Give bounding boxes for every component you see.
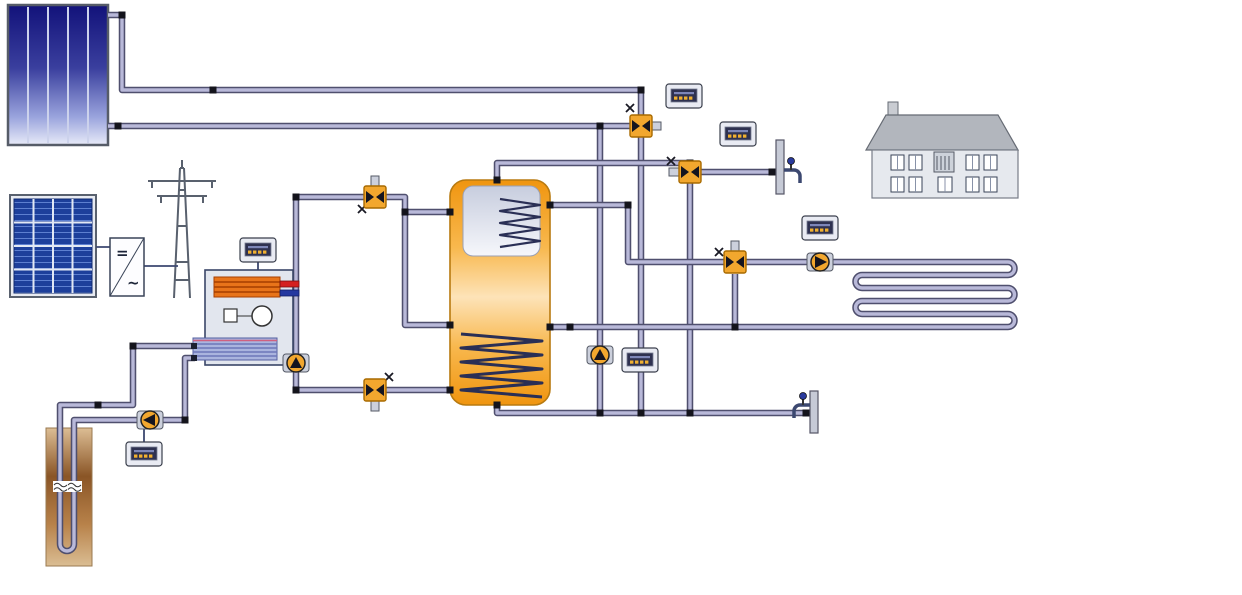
solar-collector[interactable] [6, 3, 110, 147]
pv-grid-lines [14, 199, 92, 293]
house[interactable] [864, 101, 1020, 199]
electrical-wiring [96, 246, 259, 442]
pump-direction-icon [290, 357, 302, 368]
valve-bowtie-icon [726, 256, 744, 268]
floor-heating-loop[interactable] [852, 258, 1018, 331]
controller-display [626, 352, 654, 367]
inverter[interactable]: = ~ [109, 237, 145, 297]
pv-panel[interactable] [9, 194, 97, 298]
valve-dhw-mixing[interactable] [668, 160, 702, 184]
controller-solar[interactable] [665, 83, 703, 109]
valve-hp-return[interactable] [363, 378, 387, 412]
house-roof [864, 114, 1020, 151]
valve-bowtie-icon [681, 166, 699, 178]
controller-heat-pump[interactable] [239, 237, 277, 263]
pump-floor-heating[interactable] [806, 252, 834, 272]
faucet-icon [784, 168, 802, 183]
hp-compressor [251, 305, 273, 327]
fauc et-icon [792, 403, 810, 418]
pipe-break-marks [53, 481, 82, 492]
controller-heating[interactable] [801, 215, 839, 241]
valve-actuator [370, 175, 380, 187]
collector-frame [6, 3, 110, 147]
tap-mount [775, 139, 785, 195]
collector-fins [27, 7, 89, 143]
valve-actuator [668, 167, 680, 177]
tank-inner-dhw-vessel [462, 185, 541, 257]
valve-hp-supply[interactable] [363, 175, 387, 209]
valve-actuator [370, 400, 380, 412]
controller-dhw[interactable] [719, 121, 757, 147]
ground-borehole[interactable] [45, 427, 93, 567]
inverter-dc-symbol: = [116, 244, 129, 262]
heat-pump[interactable] [191, 269, 300, 366]
tap-handle [787, 157, 795, 165]
controller-display [724, 126, 752, 141]
pump-ground-loop[interactable] [136, 410, 164, 430]
hp-hot-connection [279, 280, 300, 288]
valve-bowtie-icon [366, 384, 384, 396]
pipe-hp-supply [296, 193, 450, 329]
controller-display [806, 220, 834, 235]
inverter-divider [109, 237, 145, 297]
valve-actuator [730, 240, 740, 252]
controller-display [130, 446, 158, 461]
tank-upper-coil [498, 197, 542, 249]
valve-bowtie-icon [632, 120, 650, 132]
controller-storage[interactable] [621, 347, 659, 373]
valve-heating-mixing[interactable] [723, 240, 747, 274]
pipe-solar-supply [108, 11, 645, 115]
controller-display [244, 242, 272, 257]
pump-direction-icon [594, 349, 606, 360]
hp-expansion-valve [223, 308, 238, 323]
tap-hot-water[interactable] [775, 139, 802, 195]
pipe-heating-supply [550, 201, 724, 266]
pump-solar-loop[interactable] [586, 345, 614, 365]
tank-lower-coil [459, 332, 544, 399]
power-pylon[interactable] [148, 160, 216, 299]
pump-direction-icon [143, 414, 155, 426]
controller-display [670, 88, 698, 103]
valve-bowtie-icon [366, 191, 384, 203]
pump-heat-pump-loop[interactable] [282, 353, 310, 373]
valve-solar-loop[interactable] [629, 114, 662, 138]
inverter-ac-symbol: ~ [127, 274, 140, 292]
hp-cold-connection [279, 289, 300, 297]
storage-tank[interactable] [449, 179, 551, 406]
tap-cold-water[interactable] [792, 390, 819, 434]
closed-port-x-marks [357, 103, 724, 382]
tap-handle [799, 392, 807, 400]
tap-mount [809, 390, 819, 434]
pump-direction-icon [815, 256, 827, 268]
controller-ground[interactable] [125, 441, 163, 467]
